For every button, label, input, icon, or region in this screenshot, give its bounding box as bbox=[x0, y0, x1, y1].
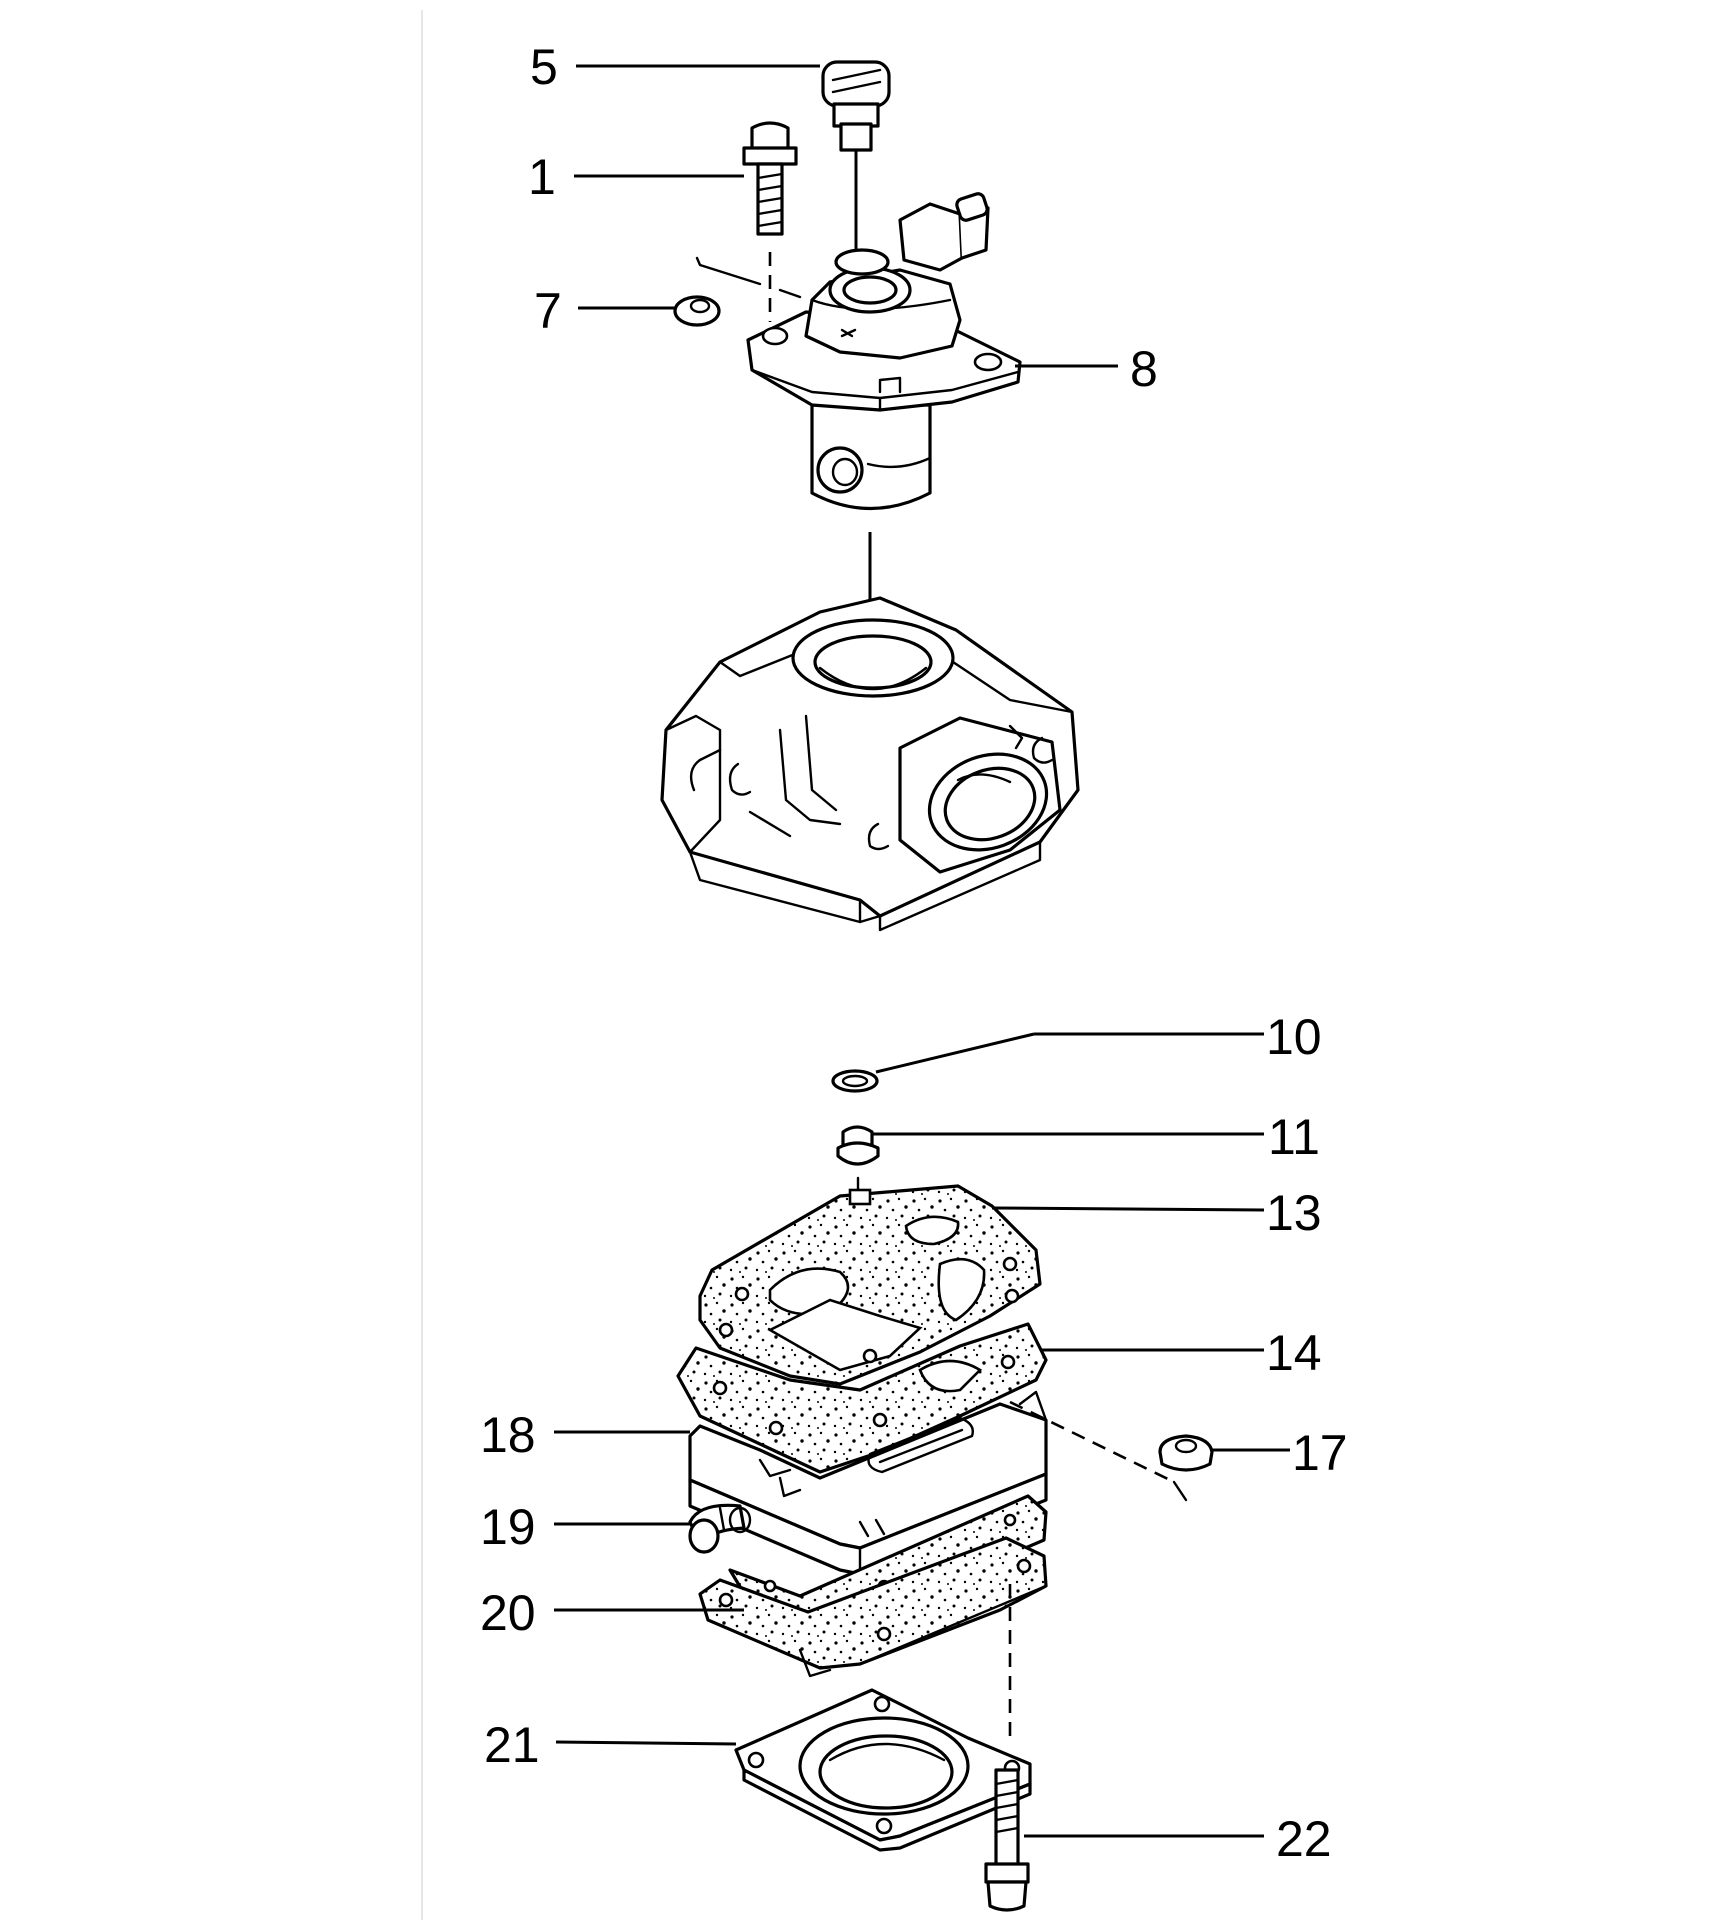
callout-7: 7 bbox=[534, 283, 562, 339]
part-22-screw bbox=[984, 1768, 1030, 1912]
guide-line-17-end bbox=[1172, 1480, 1188, 1502]
callout-10: 10 bbox=[1266, 1009, 1322, 1065]
callout-5: 5 bbox=[530, 39, 558, 95]
callout-11: 11 bbox=[1268, 1109, 1320, 1165]
part-17-plug bbox=[1158, 1434, 1214, 1472]
leader-13 bbox=[991, 1206, 1265, 1212]
part-13-gasket bbox=[698, 1184, 1042, 1386]
leader-21 bbox=[555, 1740, 737, 1746]
callout-8: 8 bbox=[1130, 341, 1158, 397]
callout-21: 21 bbox=[484, 1717, 540, 1773]
callout-19: 19 bbox=[480, 1499, 536, 1555]
part-14-gasket bbox=[676, 1322, 1048, 1474]
part-19-fitting bbox=[688, 1503, 752, 1554]
leader-lines bbox=[554, 64, 1290, 1838]
part-7-plug bbox=[673, 256, 802, 327]
callout-14: 14 bbox=[1266, 1325, 1322, 1381]
callout-13: 13 bbox=[1266, 1185, 1322, 1241]
callout-17: 17 bbox=[1292, 1425, 1348, 1481]
part-5-screw bbox=[821, 60, 891, 250]
callout-1: 1 bbox=[528, 149, 556, 205]
part-8-throttle-housing bbox=[746, 192, 1022, 511]
callout-labels: 5 1 7 8 10 11 13 14 17 18 19 20 21 22 bbox=[480, 39, 1348, 1867]
callout-20: 20 bbox=[480, 1585, 536, 1641]
guide-line-17 bbox=[1009, 1400, 1175, 1484]
callout-18: 18 bbox=[480, 1407, 536, 1463]
part-20-gasket bbox=[698, 1536, 1048, 1678]
callout-22: 22 bbox=[1276, 1811, 1332, 1867]
part-10-washer bbox=[831, 1069, 879, 1093]
part-1-bolt bbox=[742, 121, 798, 322]
carburetor-body bbox=[660, 596, 1080, 932]
leader-10-a bbox=[875, 1032, 1035, 1074]
part-21-cover bbox=[734, 1688, 1032, 1852]
